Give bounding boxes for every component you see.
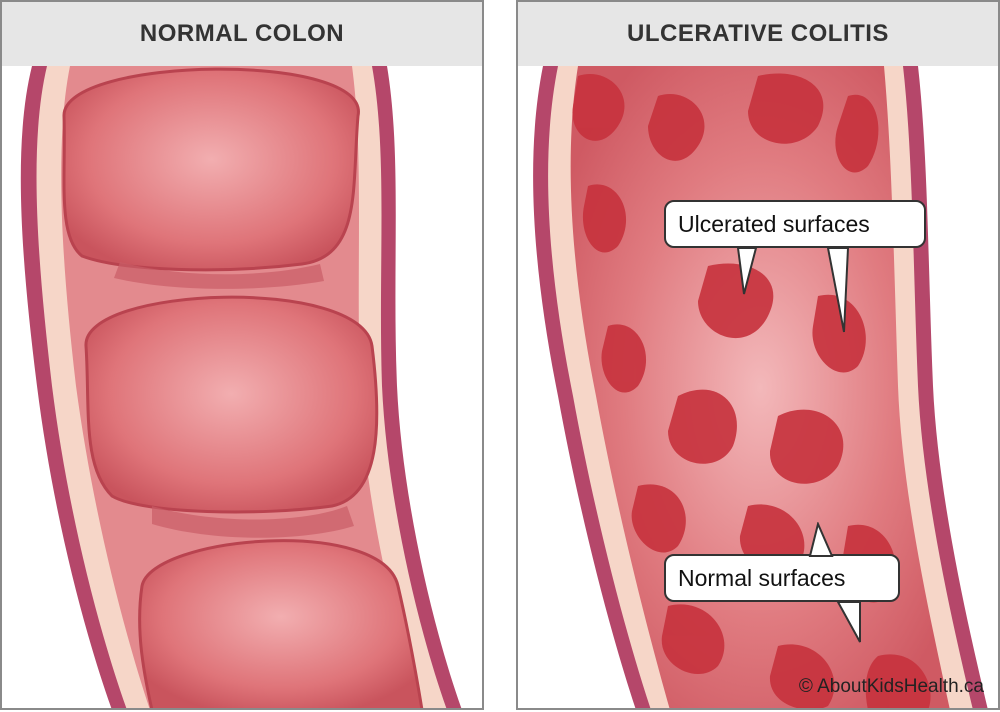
normal-colon-title: NORMAL COLON	[2, 2, 482, 66]
ulcerated-surfaces-callout: Ulcerated surfaces	[664, 200, 926, 248]
ulcerative-colitis-title: ULCERATIVE COLITIS	[518, 2, 998, 66]
ulcerated-callout-pointers	[736, 247, 850, 333]
normal-colon-illustration	[20, 66, 462, 708]
haustral-fold	[152, 506, 354, 538]
haustra	[62, 67, 424, 708]
ulcer-patches	[572, 73, 931, 708]
haustral-fold	[114, 262, 324, 289]
ulcerative-colitis-panel: ULCERATIVE COLITIS	[516, 0, 1000, 710]
normal-surfaces-callout: Normal surfaces	[664, 554, 900, 602]
copyright-text: © AboutKidsHealth.ca	[798, 676, 984, 697]
normal-colon-panel: NORMAL COLON	[0, 0, 484, 710]
ulcerative-colon-illustration	[533, 66, 988, 708]
normal-callout-pointers	[808, 522, 861, 643]
